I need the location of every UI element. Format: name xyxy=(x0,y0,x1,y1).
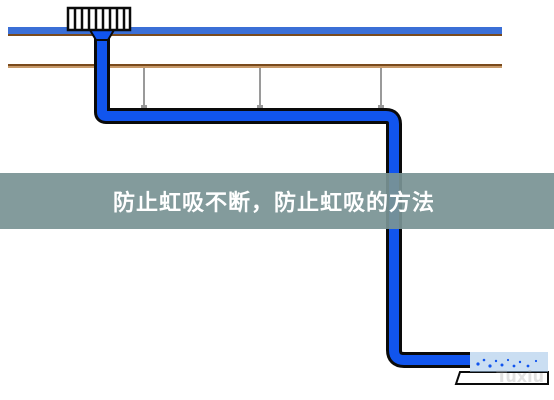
outlet-pit xyxy=(454,352,549,385)
pipe-hangers xyxy=(143,68,382,108)
hanger-clamps xyxy=(141,105,384,108)
ceiling-beam xyxy=(8,64,502,68)
title-banner: 防止虹吸不断，防止虹吸的方法 xyxy=(0,173,554,229)
banner-title: 防止虹吸不断，防止虹吸的方法 xyxy=(112,191,435,216)
siphon-pipe xyxy=(97,30,470,365)
grate-drain-icon xyxy=(66,6,132,32)
drain-funnel xyxy=(88,29,116,41)
watermark: Tuxiu xyxy=(496,367,544,386)
roof-slab-line xyxy=(8,27,502,36)
